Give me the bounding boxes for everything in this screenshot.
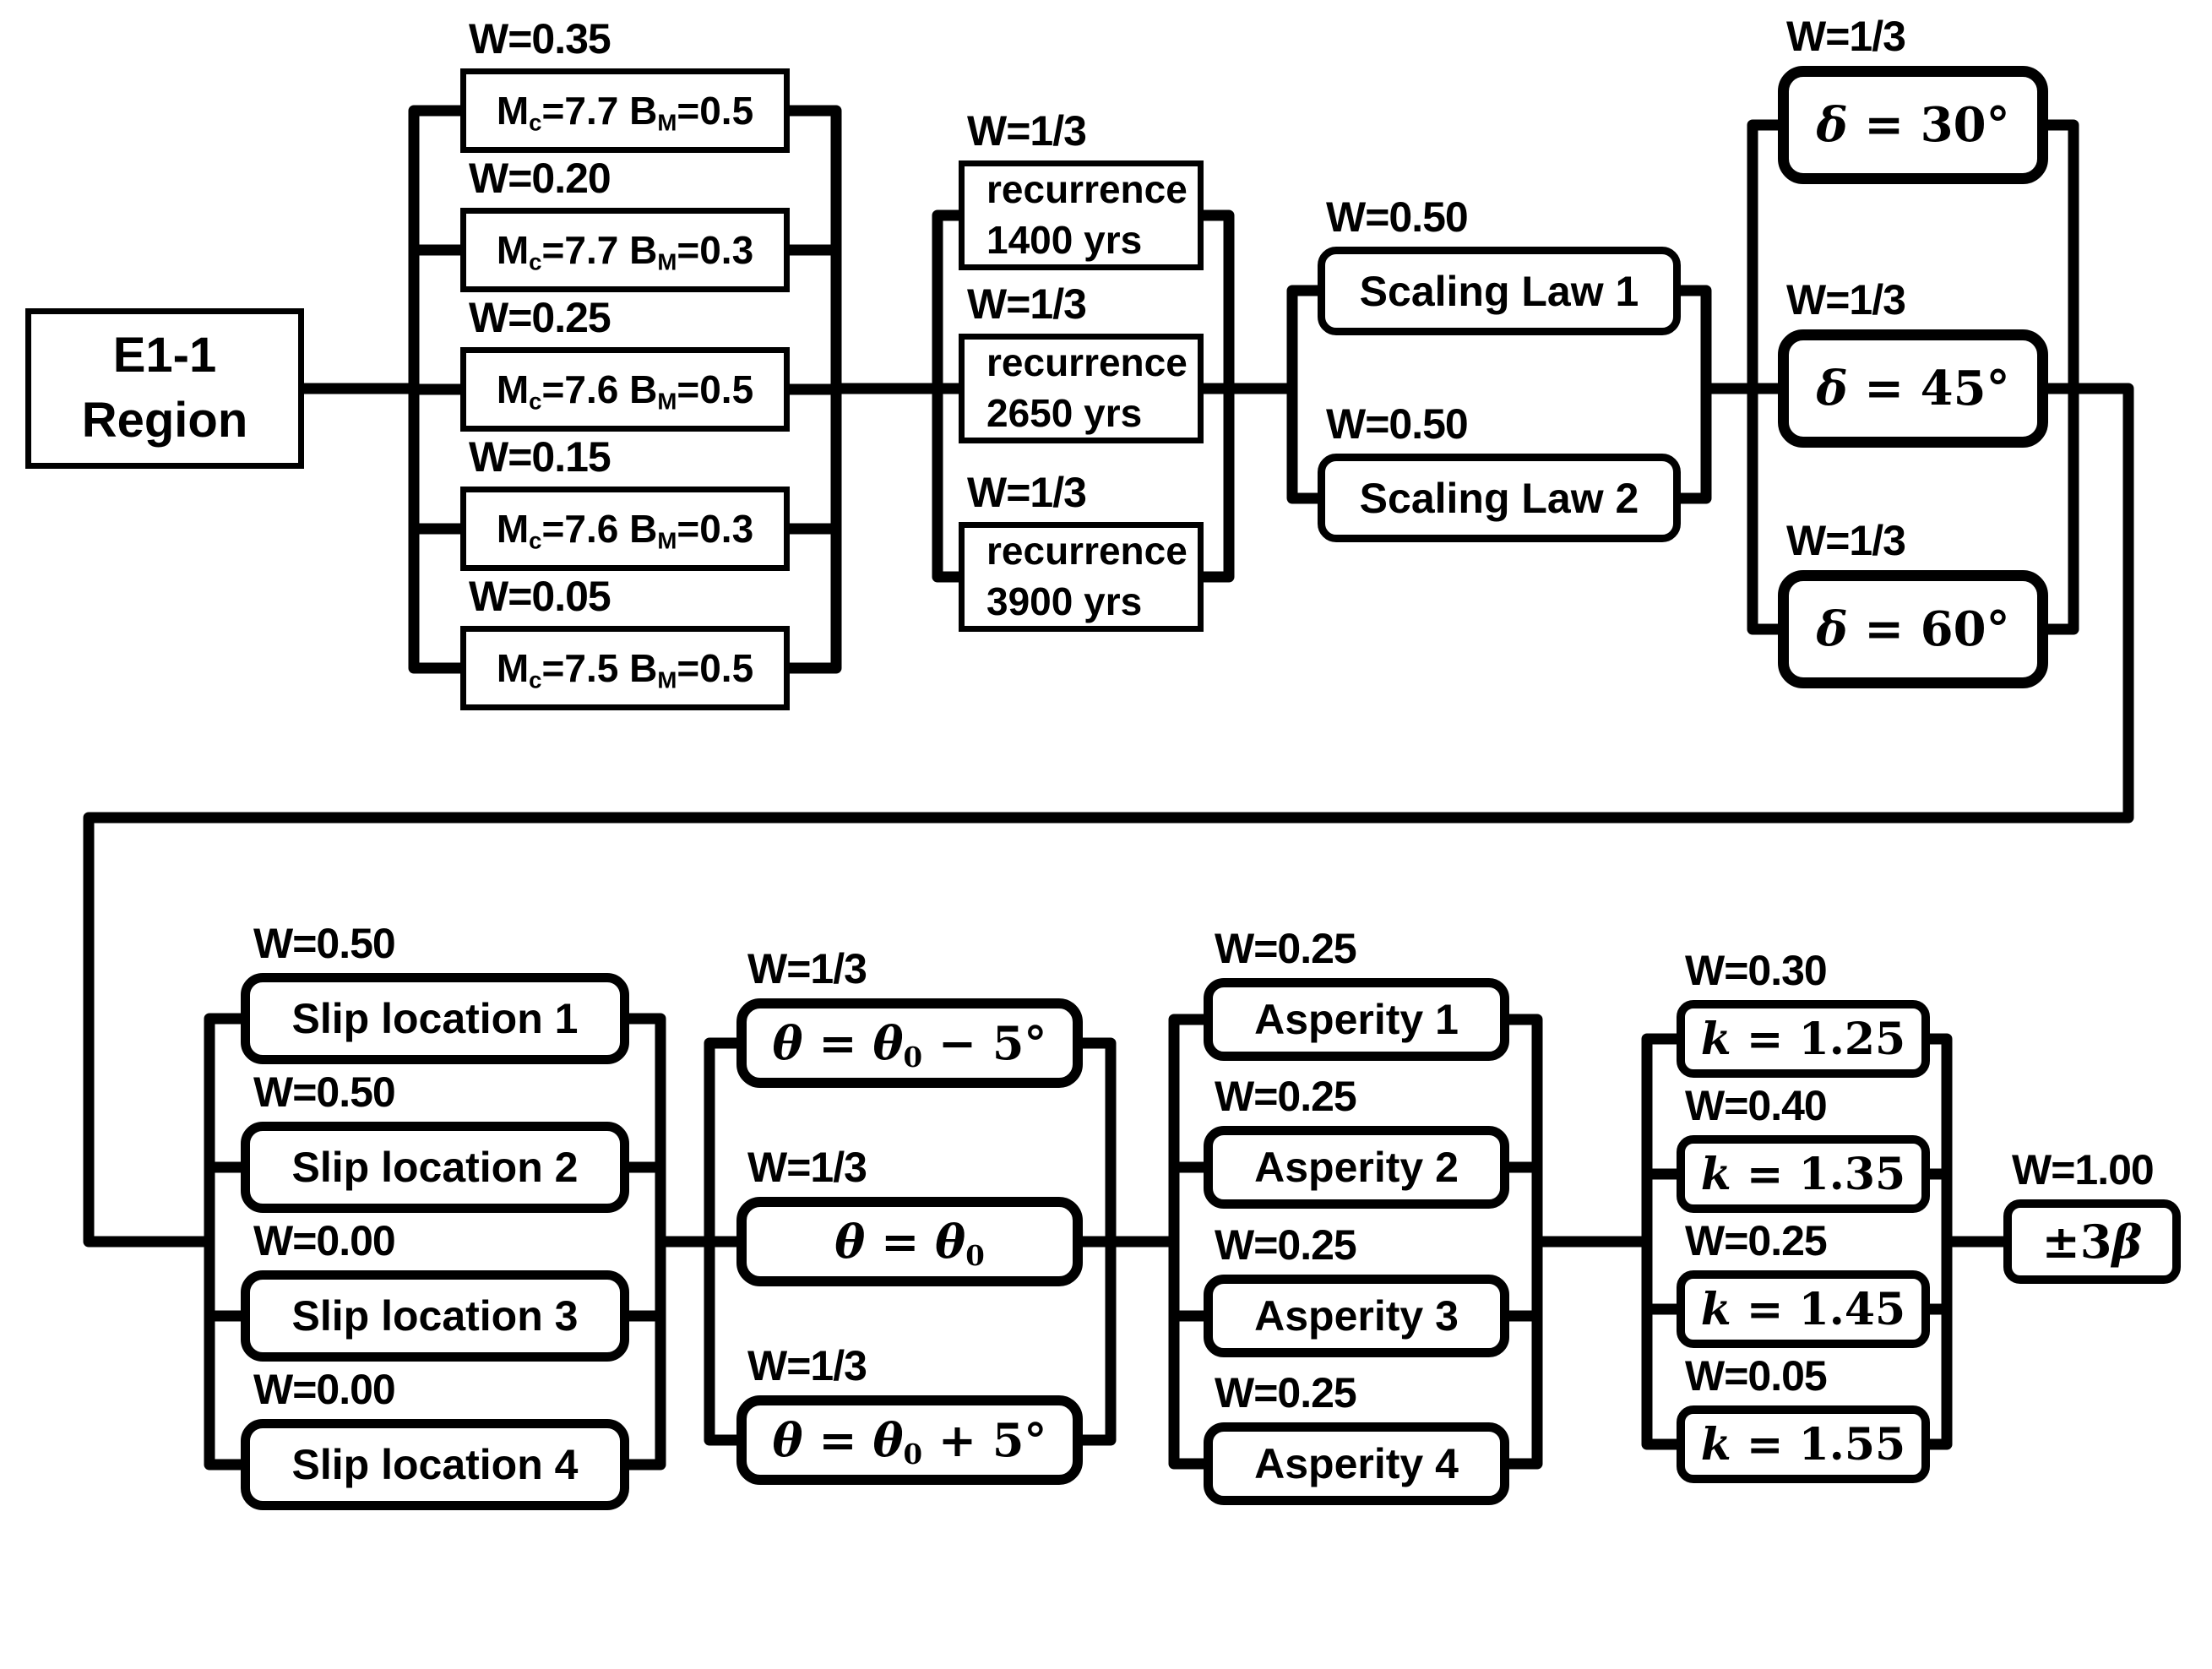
weight-label-magnitude-1: W=0.35 (469, 15, 611, 63)
node-strike-minus5: θ = θ0 − 5° (736, 998, 1083, 1088)
node-slip-location-3-text: Slip location 3 (291, 1292, 579, 1340)
weight-label-dip-2: W=1/3 (1786, 276, 1906, 323)
node-asperity-2-text: Asperity 2 (1254, 1144, 1459, 1191)
weight-label-magnitude-5: W=0.05 (469, 573, 611, 620)
node-asperity-1: Asperity 1 (1204, 978, 1509, 1061)
node-k-145-text: k = 1.45 (1700, 1283, 1906, 1335)
node-k-155-text: k = 1.55 (1700, 1418, 1906, 1471)
node-magnitude-5: Mc=7.5 BM=0.5 (460, 626, 790, 710)
weight-label-slip-2: W=0.50 (253, 1068, 396, 1116)
node-recurrence-3-line2: 3900 yrs (986, 579, 1143, 623)
node-asperity-3-text: Asperity 3 (1254, 1292, 1459, 1340)
weight-label-strike-3: W=1/3 (747, 1342, 867, 1389)
weight-label-magnitude-2: W=0.20 (469, 155, 611, 202)
node-strike-base-text: θ = θ0 (834, 1215, 985, 1273)
node-sigma-text: ±3β (2041, 1215, 2143, 1269)
node-magnitude-4-text: Mc=7.6 BM=0.3 (496, 507, 754, 554)
weight-label-k-1: W=0.30 (1685, 947, 1828, 994)
node-slip-location-4: Slip location 4 (241, 1419, 629, 1510)
weight-label-slip-3: W=0.00 (253, 1217, 396, 1264)
node-root: E1-1 Region (25, 308, 304, 469)
node-magnitude-5-text: Mc=7.5 BM=0.5 (496, 646, 754, 693)
weight-label-slip-4: W=0.00 (253, 1366, 396, 1413)
node-asperity-1-text: Asperity 1 (1254, 996, 1459, 1043)
node-slip-location-2-text: Slip location 2 (291, 1144, 579, 1191)
weight-label-strike-1: W=1/3 (747, 945, 867, 992)
node-sigma: ±3β (2003, 1199, 2181, 1284)
node-recurrence-2: recurrence 2650 yrs (959, 334, 1204, 443)
node-recurrence-3: recurrence 3900 yrs (959, 522, 1204, 632)
weight-label-dip-3: W=1/3 (1786, 517, 1906, 564)
node-k-135: k = 1.35 (1677, 1135, 1930, 1213)
root-line2: Region (81, 393, 248, 448)
node-dip-45-text: δ = 45° (1816, 361, 2010, 416)
node-recurrence-1-line2: 1400 yrs (986, 218, 1143, 262)
weight-label-slip-1: W=0.50 (253, 920, 396, 967)
node-magnitude-3-text: Mc=7.6 BM=0.5 (496, 367, 754, 415)
node-scaling-law-1: Scaling Law 1 (1318, 247, 1681, 335)
weight-label-asperity-1: W=0.25 (1215, 925, 1357, 972)
node-strike-minus5-text: θ = θ0 − 5° (772, 1016, 1047, 1074)
root-line1: E1-1 (112, 328, 217, 383)
node-strike-plus5-text: θ = θ0 + 5° (772, 1413, 1047, 1471)
node-magnitude-1-text: Mc=7.7 BM=0.5 (496, 89, 754, 136)
weight-label-strike-2: W=1/3 (747, 1144, 867, 1191)
weight-label-recurrence-1: W=1/3 (967, 107, 1087, 155)
node-k-135-text: k = 1.35 (1700, 1148, 1906, 1200)
weight-label-sigma: W=1.00 (2012, 1146, 2155, 1193)
node-slip-location-1: Slip location 1 (241, 973, 629, 1064)
node-slip-location-3: Slip location 3 (241, 1270, 629, 1362)
node-recurrence-1: recurrence 1400 yrs (959, 160, 1204, 270)
node-scaling-law-2-text: Scaling Law 2 (1359, 474, 1639, 522)
node-scaling-law-1-text: Scaling Law 1 (1359, 267, 1639, 315)
node-slip-location-2: Slip location 2 (241, 1122, 629, 1213)
node-k-125: k = 1.25 (1677, 1000, 1930, 1078)
node-dip-30: δ = 30° (1778, 66, 2048, 184)
node-k-155: k = 1.55 (1677, 1405, 1930, 1483)
node-magnitude-2: Mc=7.7 BM=0.3 (460, 208, 790, 292)
node-scaling-law-2: Scaling Law 2 (1318, 454, 1681, 542)
node-dip-60-text: δ = 60° (1816, 601, 2010, 657)
node-strike-base: θ = θ0 (736, 1197, 1083, 1286)
wire-dip-to-slip (83, 383, 2134, 1248)
node-recurrence-2-line2: 2650 yrs (986, 391, 1143, 435)
weight-label-asperity-4: W=0.25 (1215, 1369, 1357, 1416)
node-k-145: k = 1.45 (1677, 1270, 1930, 1348)
weight-label-k-4: W=0.05 (1685, 1352, 1828, 1400)
weight-label-magnitude-3: W=0.25 (469, 294, 611, 341)
weight-label-asperity-3: W=0.25 (1215, 1221, 1357, 1269)
node-dip-45: δ = 45° (1778, 329, 2048, 448)
weight-label-scaling-1: W=0.50 (1326, 193, 1469, 241)
node-slip-location-1-text: Slip location 1 (291, 995, 579, 1042)
node-recurrence-1-line1: recurrence (986, 167, 1188, 212)
node-magnitude-2-text: Mc=7.7 BM=0.3 (496, 228, 754, 275)
node-asperity-3: Asperity 3 (1204, 1275, 1509, 1357)
node-asperity-4: Asperity 4 (1204, 1422, 1509, 1505)
node-k-125-text: k = 1.25 (1700, 1013, 1906, 1065)
weight-label-dip-1: W=1/3 (1786, 13, 1906, 60)
node-magnitude-4: Mc=7.6 BM=0.3 (460, 487, 790, 571)
weight-label-k-3: W=0.25 (1685, 1217, 1828, 1264)
node-magnitude-1: Mc=7.7 BM=0.5 (460, 68, 790, 153)
weight-label-scaling-2: W=0.50 (1326, 400, 1469, 448)
node-dip-30-text: δ = 30° (1816, 97, 2010, 153)
node-strike-plus5: θ = θ0 + 5° (736, 1395, 1083, 1485)
weight-label-recurrence-2: W=1/3 (967, 280, 1087, 328)
weight-label-magnitude-4: W=0.15 (469, 433, 611, 481)
node-recurrence-2-line1: recurrence (986, 340, 1188, 385)
node-asperity-2: Asperity 2 (1204, 1126, 1509, 1209)
weight-label-asperity-2: W=0.25 (1215, 1073, 1357, 1120)
weight-label-recurrence-3: W=1/3 (967, 469, 1087, 516)
node-recurrence-3-line1: recurrence (986, 529, 1188, 574)
weight-label-k-2: W=0.40 (1685, 1082, 1828, 1129)
node-dip-60: δ = 60° (1778, 570, 2048, 688)
node-magnitude-3: Mc=7.6 BM=0.5 (460, 347, 790, 432)
node-asperity-4-text: Asperity 4 (1254, 1440, 1459, 1487)
node-slip-location-4-text: Slip location 4 (291, 1441, 579, 1488)
